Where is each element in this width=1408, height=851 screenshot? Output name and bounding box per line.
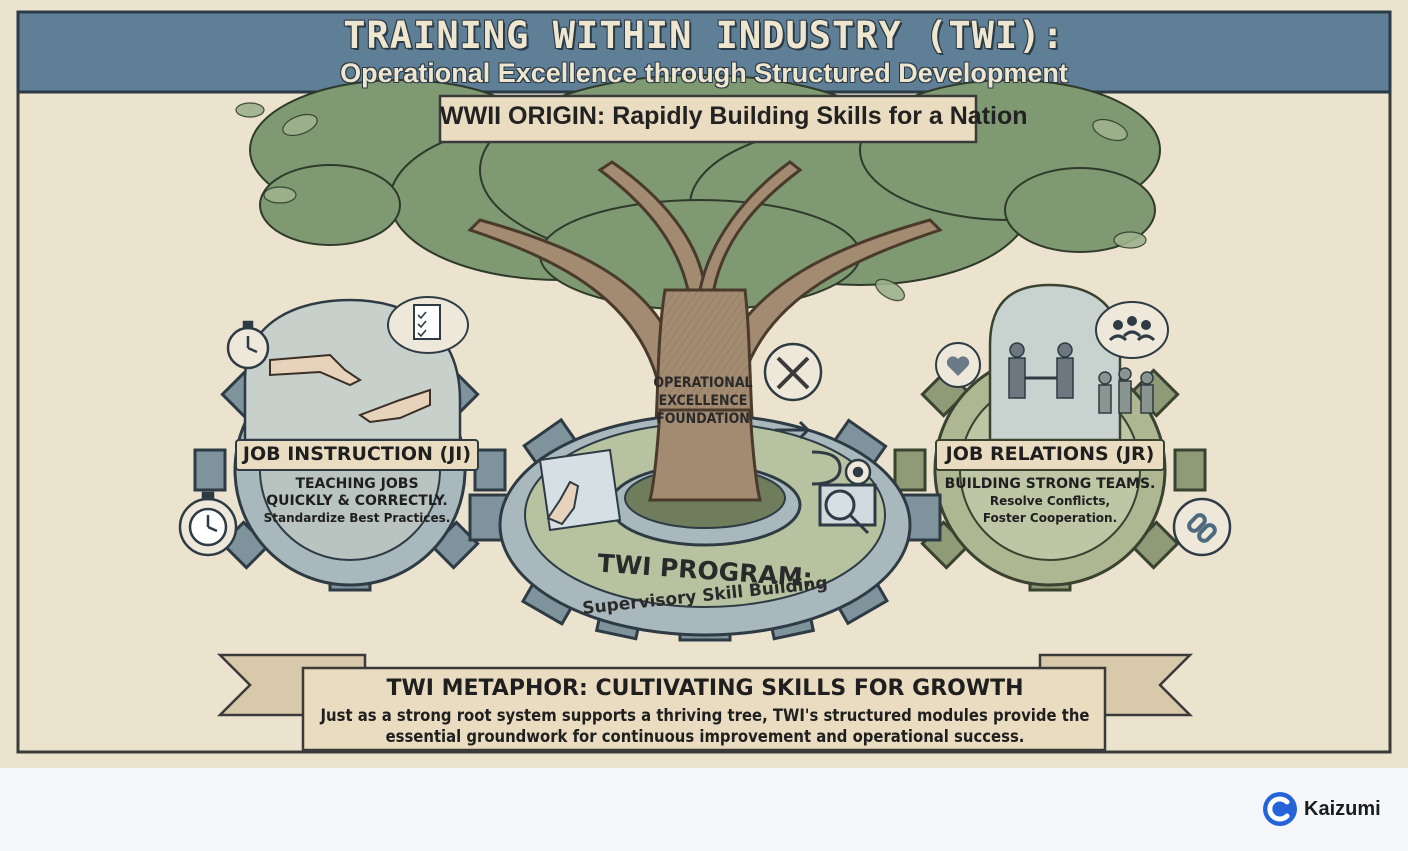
jr-description: BUILDING STRONG TEAMS. Resolve Conflicts… xyxy=(936,476,1164,527)
cog-icon xyxy=(844,458,872,486)
ji-title: JOB INSTRUCTION (JI) xyxy=(242,443,472,465)
jr-line: Foster Cooperation. xyxy=(982,511,1118,525)
team-group-icon xyxy=(1098,367,1154,414)
page-title: TRAINING WITHIN INDUSTRY (TWI): xyxy=(343,14,1065,57)
brand-logo: Kaizumi xyxy=(1262,790,1381,828)
magnifier-icon xyxy=(818,483,877,535)
map-hand-icon xyxy=(538,448,622,532)
pointing-hand-icon xyxy=(269,353,362,387)
ji-line: Standardize Best Practices. xyxy=(263,511,451,525)
origin-banner-frame xyxy=(438,94,978,144)
jr-line: BUILDING STRONG TEAMS. xyxy=(944,476,1156,492)
heart-icon xyxy=(935,342,981,388)
page-subtitle: Operational Excellence through Structure… xyxy=(340,58,1068,88)
tools-icon xyxy=(763,342,823,402)
brand-name: Kaizumi xyxy=(1304,797,1381,820)
handshake-people-icon xyxy=(1008,342,1074,399)
ji-title-plate xyxy=(235,439,479,471)
metaphor-body: Just as a strong root system supports a … xyxy=(320,706,1090,746)
tree-canopy xyxy=(249,74,1161,311)
jr-line: Resolve Conflicts, xyxy=(989,494,1111,508)
stopwatch-icon xyxy=(226,320,270,370)
trunk-label-line: FOUNDATION xyxy=(656,411,750,427)
stopwatch-icon xyxy=(178,491,238,557)
working-hand-icon xyxy=(357,388,431,424)
origin-banner: WWII ORIGIN: Rapidly Building Skills for… xyxy=(440,102,1028,130)
metaphor-title: TWI METAPHOR: CULTIVATING SKILLS FOR GRO… xyxy=(386,676,1024,701)
jr-title: JOB RELATIONS (JR) xyxy=(945,443,1155,465)
infographic-poster: TRAINING WITHIN INDUSTRY (TWI): Operatio… xyxy=(0,0,1408,768)
metaphor-ribbon xyxy=(216,653,1194,752)
clipboard-icon xyxy=(387,296,469,354)
poster-artwork xyxy=(16,10,1392,754)
trunk-label-line: OPERATIONAL xyxy=(653,375,753,391)
group-speech-icon xyxy=(1095,301,1169,359)
chain-link-icon xyxy=(1172,497,1232,557)
trunk-label: OPERATIONAL EXCELLENCE FOUNDATION xyxy=(648,374,758,428)
tree-branches xyxy=(467,160,943,396)
trunk-label-line: EXCELLENCE xyxy=(658,393,748,409)
jr-title-plate xyxy=(935,439,1165,471)
arrow-icon xyxy=(775,420,842,486)
ji-line: TEACHING JOBS xyxy=(295,476,419,492)
kaizumi-logo-icon xyxy=(1263,792,1297,826)
ji-description: TEACHING JOBS QUICKLY & CORRECTLY. Stand… xyxy=(236,476,478,527)
ji-line: QUICKLY & CORRECTLY. xyxy=(266,493,448,509)
